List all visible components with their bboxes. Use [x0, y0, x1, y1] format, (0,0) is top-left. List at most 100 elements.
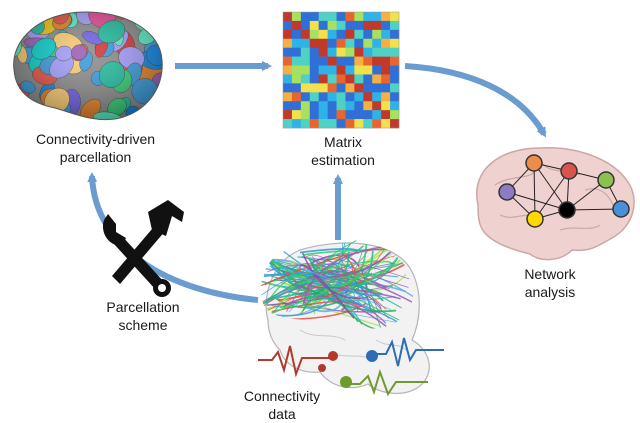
matrix-cell	[318, 20, 328, 31]
matrix-cell	[283, 56, 293, 66]
matrix-cell	[327, 65, 337, 75]
cortex-parcel	[13, 12, 26, 31]
matrix-cell	[363, 38, 373, 48]
matrix-cell	[283, 101, 293, 111]
matrix-cell	[390, 38, 400, 48]
matrix-cell	[283, 65, 293, 75]
tract-fiber	[260, 270, 358, 308]
matrix-cell	[381, 83, 391, 93]
tract-fiber	[288, 262, 394, 294]
matrix-cell	[381, 92, 391, 102]
matrix-cell	[381, 47, 391, 57]
matrix-cell	[390, 65, 400, 75]
matrix-cell	[390, 92, 400, 102]
matrix-cell	[354, 38, 364, 48]
matrix-cell	[372, 38, 382, 48]
matrix-cell	[372, 47, 382, 57]
network-brain-image	[475, 147, 635, 261]
matrix-cell	[345, 56, 355, 66]
matrix-cell	[318, 101, 328, 111]
signal-green-node	[340, 376, 352, 388]
matrix-cell	[345, 101, 355, 111]
connectivity-matrix-image	[282, 11, 400, 129]
tract-fiber	[299, 248, 359, 254]
tract-fiber	[311, 285, 365, 299]
matrix-cell	[300, 29, 311, 40]
matrix-cell	[354, 92, 364, 102]
cortex-parcel	[141, 12, 161, 23]
matrix-cell	[300, 74, 311, 84]
matrix-cell	[309, 92, 319, 102]
matrix-cell	[291, 56, 302, 66]
matrix-cell	[318, 65, 328, 75]
matrix-cell	[390, 110, 400, 120]
matrix-cell	[327, 74, 337, 84]
matrix-cell	[283, 29, 293, 40]
cortex-parcel	[13, 107, 35, 120]
matrix-cell	[345, 110, 355, 120]
node-blue	[612, 200, 630, 218]
network-nodes	[498, 154, 630, 228]
matrix-cell	[318, 74, 328, 84]
matrix-cell	[381, 110, 391, 120]
matrix-cell	[283, 20, 293, 31]
matrix-cell	[327, 29, 337, 40]
matrix-cell	[318, 92, 328, 102]
matrix-cell	[283, 12, 293, 22]
matrix-cell	[372, 92, 382, 102]
matrix-cell	[300, 47, 311, 57]
matrix-cell	[327, 83, 337, 93]
matrix-cell	[336, 38, 346, 48]
signal-blue-trace	[372, 337, 444, 367]
tract-fiber	[265, 257, 397, 313]
matrix-cell	[291, 29, 302, 40]
matrix-cell	[291, 12, 302, 22]
tract-fiber	[272, 267, 399, 278]
matrix-cell	[372, 56, 382, 66]
matrix-cell	[309, 110, 319, 120]
matrix-cell	[372, 20, 382, 31]
matrix-cell	[390, 101, 400, 111]
matrix-cell	[309, 47, 319, 57]
matrix-cell	[336, 74, 346, 84]
matrix-cell	[363, 65, 373, 75]
matrix-cell	[363, 110, 373, 120]
matrix-cell	[309, 38, 319, 48]
matrix-cell	[372, 119, 382, 129]
matrix-cell	[291, 74, 302, 84]
label-connectivity-driven-parcellation: Connectivity-driven parcellation	[35, 131, 156, 165]
matrix-cell	[390, 74, 400, 84]
matrix-cell	[327, 110, 337, 120]
matrix-cell	[309, 12, 319, 22]
matrix-cell	[390, 12, 400, 22]
matrix-cell	[300, 119, 311, 129]
matrix-cell	[318, 38, 328, 48]
matrix-cell	[283, 119, 293, 129]
node-green	[597, 171, 615, 189]
matrix-cell	[336, 110, 346, 120]
matrix-cell	[283, 110, 293, 120]
arrow-matrix-to-network	[404, 63, 547, 138]
node-red	[560, 162, 578, 180]
matrix-cell	[363, 83, 373, 93]
tract-fiber	[301, 252, 368, 300]
matrix-cell	[327, 56, 337, 66]
tract-fiber	[271, 257, 368, 307]
matrix-cell	[327, 92, 337, 102]
matrix-cell	[390, 29, 400, 40]
small-red-node	[318, 364, 326, 372]
matrix-cell	[327, 47, 337, 57]
label-matrix-estimation: Matrix estimation	[311, 134, 375, 168]
node-orange	[525, 154, 543, 172]
matrix-cell	[390, 56, 400, 66]
matrix-cell	[300, 92, 311, 102]
matrix-cell	[354, 83, 364, 93]
matrix-cell	[291, 110, 302, 120]
matrix-cell	[309, 83, 319, 93]
matrix-cell	[363, 119, 373, 129]
matrix-cell	[318, 29, 328, 40]
matrix-cell	[309, 74, 319, 84]
tract-fiber	[291, 273, 377, 286]
matrix-cell	[318, 110, 328, 120]
matrix-cell	[291, 65, 302, 75]
